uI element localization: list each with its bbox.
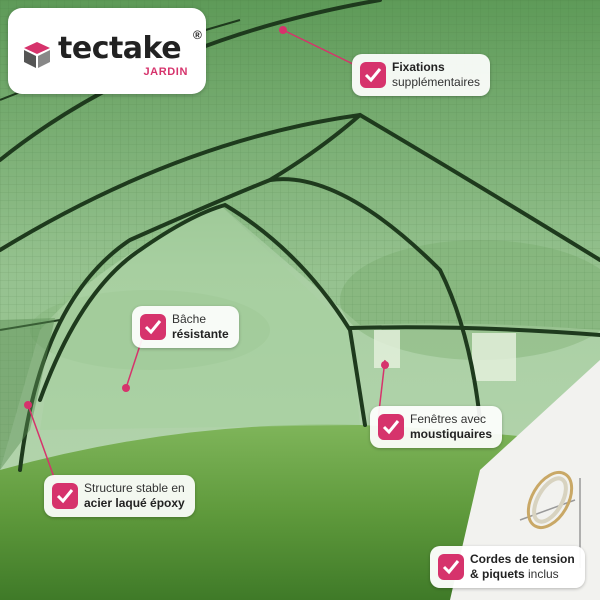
callout-structure: Structure stable en acier laqué époxy	[44, 475, 195, 517]
checkmark-icon	[52, 483, 78, 509]
brand-subtitle: JARDIN	[143, 66, 188, 78]
brand-logo: tectake ® JARDIN	[8, 8, 206, 94]
callout-line2-bold: & piquets	[470, 567, 525, 581]
tectake-cube-logo-icon	[24, 42, 50, 68]
callout-line2: & piquets inclus	[470, 567, 575, 582]
callout-bache: Bâche résistante	[132, 306, 239, 348]
checkmark-icon	[360, 62, 386, 88]
callout-cordes: Cordes de tension & piquets inclus	[430, 546, 585, 588]
callout-line2: moustiquaires	[410, 427, 493, 441]
callout-line1: Bâche	[172, 312, 207, 326]
callout-fenetres: Fenêtres avec moustiquaires	[370, 406, 503, 448]
callout-line1: Cordes de tension	[470, 552, 575, 566]
callout-line1: Fixations	[392, 60, 445, 74]
checkmark-icon	[140, 314, 166, 340]
brand-name: tectake	[58, 31, 182, 66]
callout-line2: acier laqué époxy	[84, 496, 185, 510]
callout-line2-rest: inclus	[524, 567, 559, 581]
registered-mark: ®	[193, 28, 202, 42]
callout-line2: résistante	[172, 327, 229, 341]
rope-coil-icon	[450, 360, 600, 600]
callout-line2: supplémentaires	[392, 75, 481, 89]
checkmark-icon	[438, 554, 464, 580]
callout-line1: Structure stable en	[84, 481, 185, 495]
callout-line1: Fenêtres avec	[410, 412, 487, 426]
callout-fixations: Fixations supplémentaires	[352, 54, 491, 96]
checkmark-icon	[378, 414, 404, 440]
